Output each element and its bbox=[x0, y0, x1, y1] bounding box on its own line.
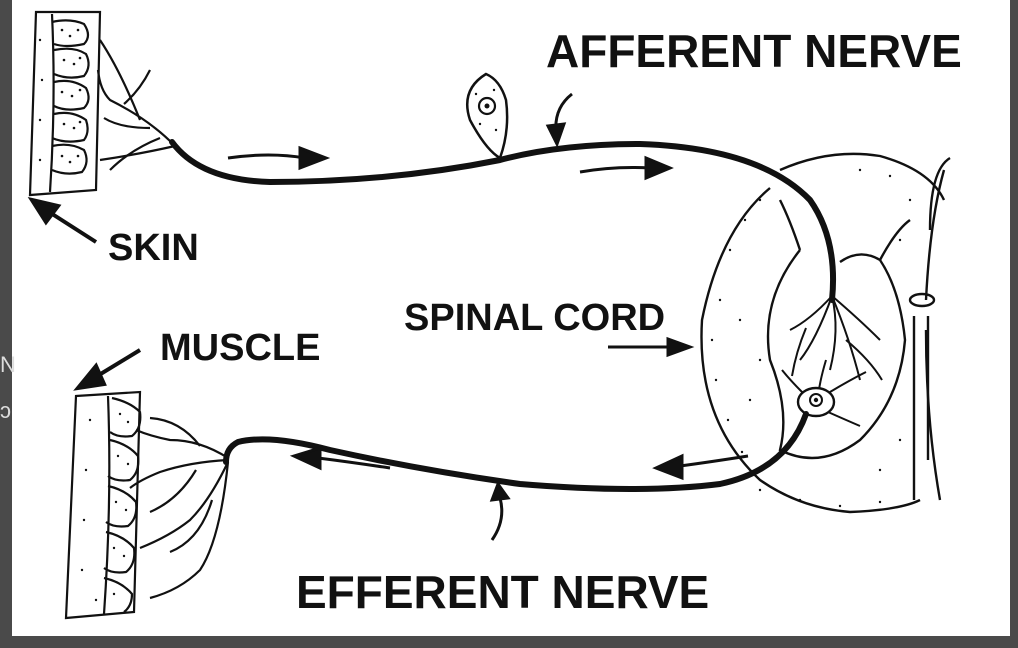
edge-fragment-top: N bbox=[0, 352, 16, 377]
sensory-neuron-cell-body bbox=[466, 72, 509, 160]
skin-pointer-arrow bbox=[27, 196, 98, 244]
efferent-nerve-label: EFFERENT NERVE bbox=[296, 566, 709, 618]
diagram-card bbox=[12, 0, 1010, 636]
afferent-nerve-label: AFFERENT NERVE bbox=[546, 25, 962, 77]
motor-neuron-cell-body bbox=[781, 369, 867, 427]
muscle-pointer-arrow bbox=[73, 348, 142, 391]
skin-illustration bbox=[28, 10, 176, 197]
afferent-pointer-arrow bbox=[545, 92, 573, 148]
muscle-label: MUSCLE bbox=[160, 327, 320, 369]
afferent-nerve-fiber bbox=[169, 139, 837, 303]
muscle-illustration bbox=[64, 390, 230, 620]
efferent-pointer-arrow bbox=[489, 480, 511, 541]
efferent-direction-arrows bbox=[289, 445, 749, 481]
efferent-nerve-fiber bbox=[223, 411, 809, 492]
spinal-cord-pointer-arrow bbox=[608, 336, 695, 358]
skin-stipple bbox=[38, 28, 82, 164]
edge-fragment-bottom: ɔ bbox=[0, 398, 11, 423]
skin-label: SKIN bbox=[108, 227, 199, 269]
spinal-cord-label: SPINAL CORD bbox=[404, 297, 665, 339]
muscle-stipple bbox=[80, 412, 130, 602]
spinal-cord-stipple bbox=[710, 168, 912, 508]
dorsal-horn-branches bbox=[789, 295, 883, 397]
spinal-cord-illustration bbox=[700, 152, 951, 514]
afferent-direction-arrows bbox=[227, 145, 674, 181]
